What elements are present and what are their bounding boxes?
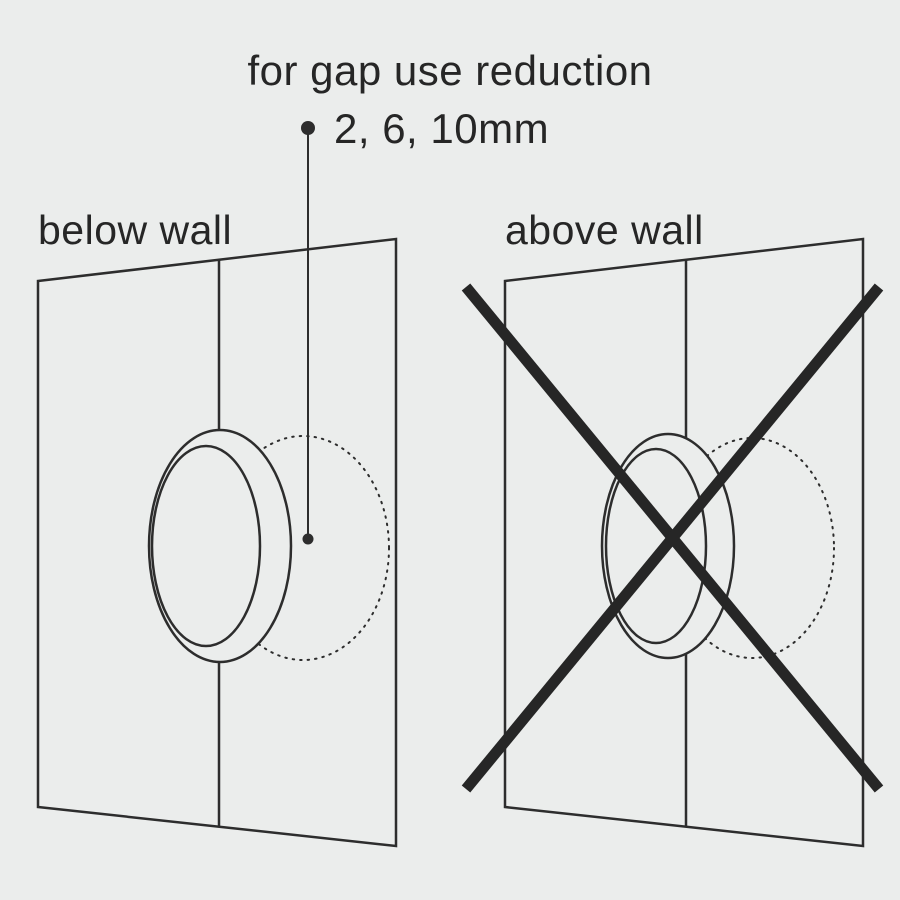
leader-end-dot	[302, 533, 314, 545]
right-wall-panel-outline	[503, 237, 865, 848]
text-layer: for gap use reduction 2, 6, 10mm below w…	[38, 47, 704, 253]
left-device-outer-ellipse	[147, 428, 293, 664]
left-recessed-dotted-ellipse	[216, 435, 390, 661]
right-device-inner-ellipse	[604, 447, 708, 645]
leader-dots-group	[301, 121, 315, 545]
above-wall-label: above wall	[505, 207, 704, 253]
prohibition-cross-line-2	[461, 283, 884, 793]
gap-annotation-sizes: 2, 6, 10mm	[334, 105, 549, 152]
right-recessed-dotted-ellipse	[669, 437, 835, 659]
annotation-bullet	[301, 121, 315, 135]
gap-annotation-title: for gap use reduction	[247, 47, 652, 94]
prohibition-cross	[461, 283, 884, 793]
left-device-inner-ellipse	[150, 444, 262, 648]
left-wall-panel-outline	[36, 237, 398, 848]
below-wall-label: below wall	[38, 207, 232, 253]
